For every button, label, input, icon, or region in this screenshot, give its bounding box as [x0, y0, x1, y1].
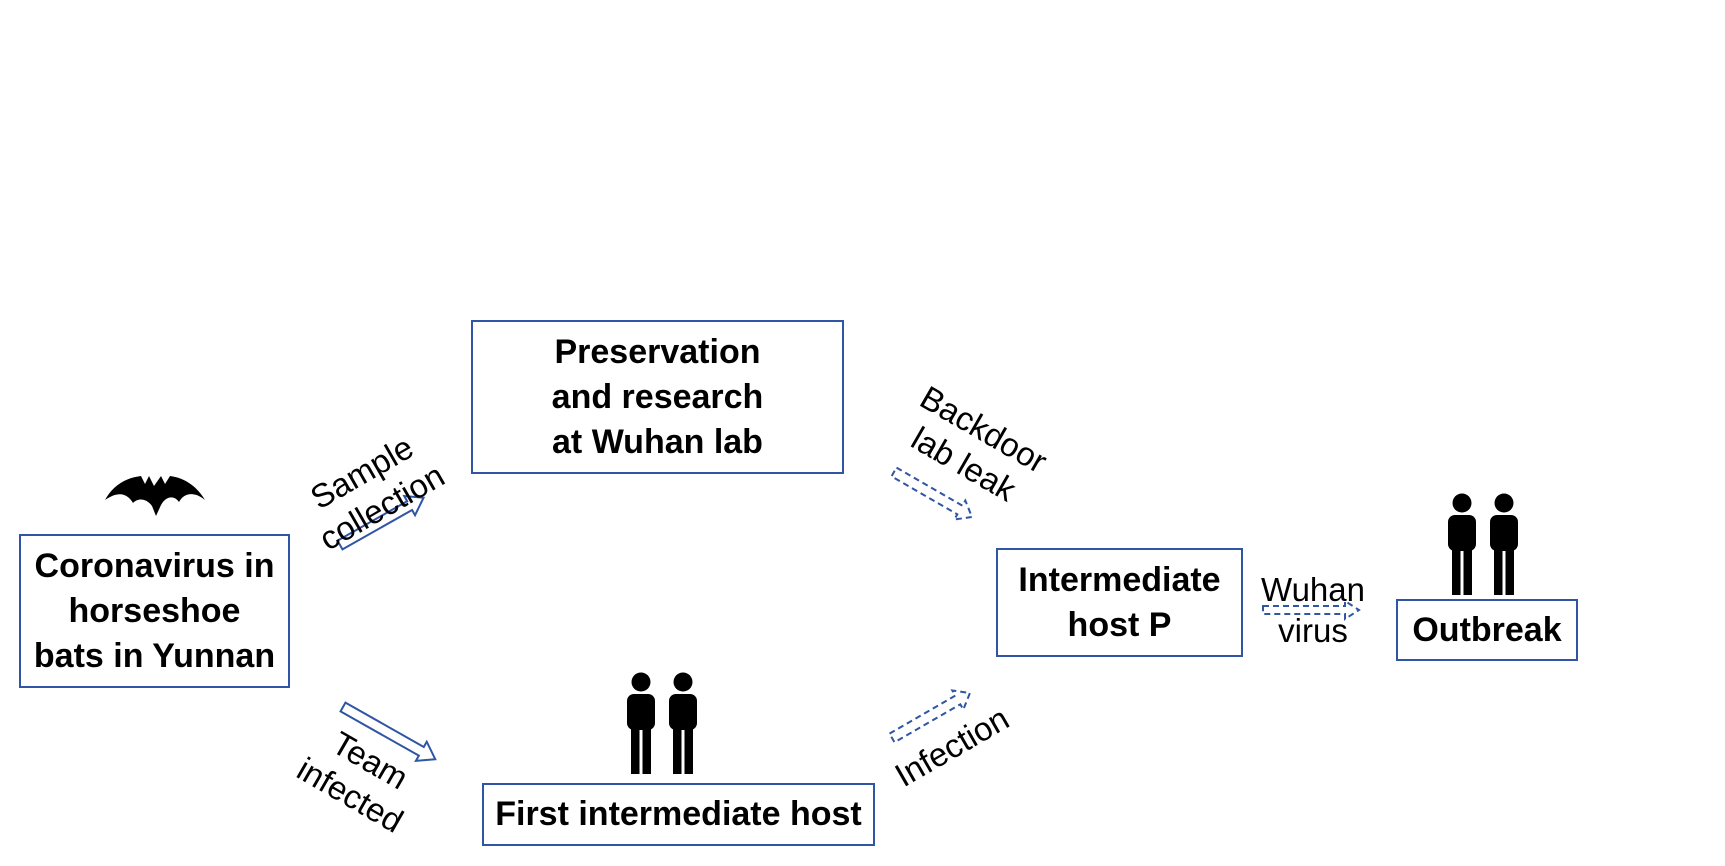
node-outbreak-label: Outbreak [1412, 610, 1562, 649]
node-wuhan-lab: Preservation and research at Wuhan lab [471, 320, 844, 474]
infection-arrow [888, 689, 972, 744]
node-first-intermediate-host-label: First intermediate host [495, 795, 862, 833]
sample-collection-arrow [336, 494, 426, 551]
node-wuhan-lab-label: Preservation and research at Wuhan lab [551, 332, 764, 461]
bat-icon [105, 476, 205, 516]
node-intermediate-host-p-label: Intermediate host P [1018, 560, 1221, 644]
node-first-intermediate-host: First intermediate host [482, 783, 875, 846]
node-intermediate-host-p: Intermediate host P [996, 548, 1243, 657]
node-coronavirus-bats-label: Coronavirus in horseshoe bats in Yunnan [33, 546, 276, 675]
people-icon [627, 672, 697, 774]
people-icon [1448, 493, 1518, 595]
team-infected-arrow [339, 701, 437, 763]
node-coronavirus-bats: Coronavirus in horseshoe bats in Yunnan [19, 534, 290, 688]
node-outbreak: Outbreak [1396, 599, 1578, 661]
wuhan-virus-arrow [1262, 599, 1361, 621]
edge-label-wuhan-virus: Wuhan virus [1261, 571, 1365, 649]
